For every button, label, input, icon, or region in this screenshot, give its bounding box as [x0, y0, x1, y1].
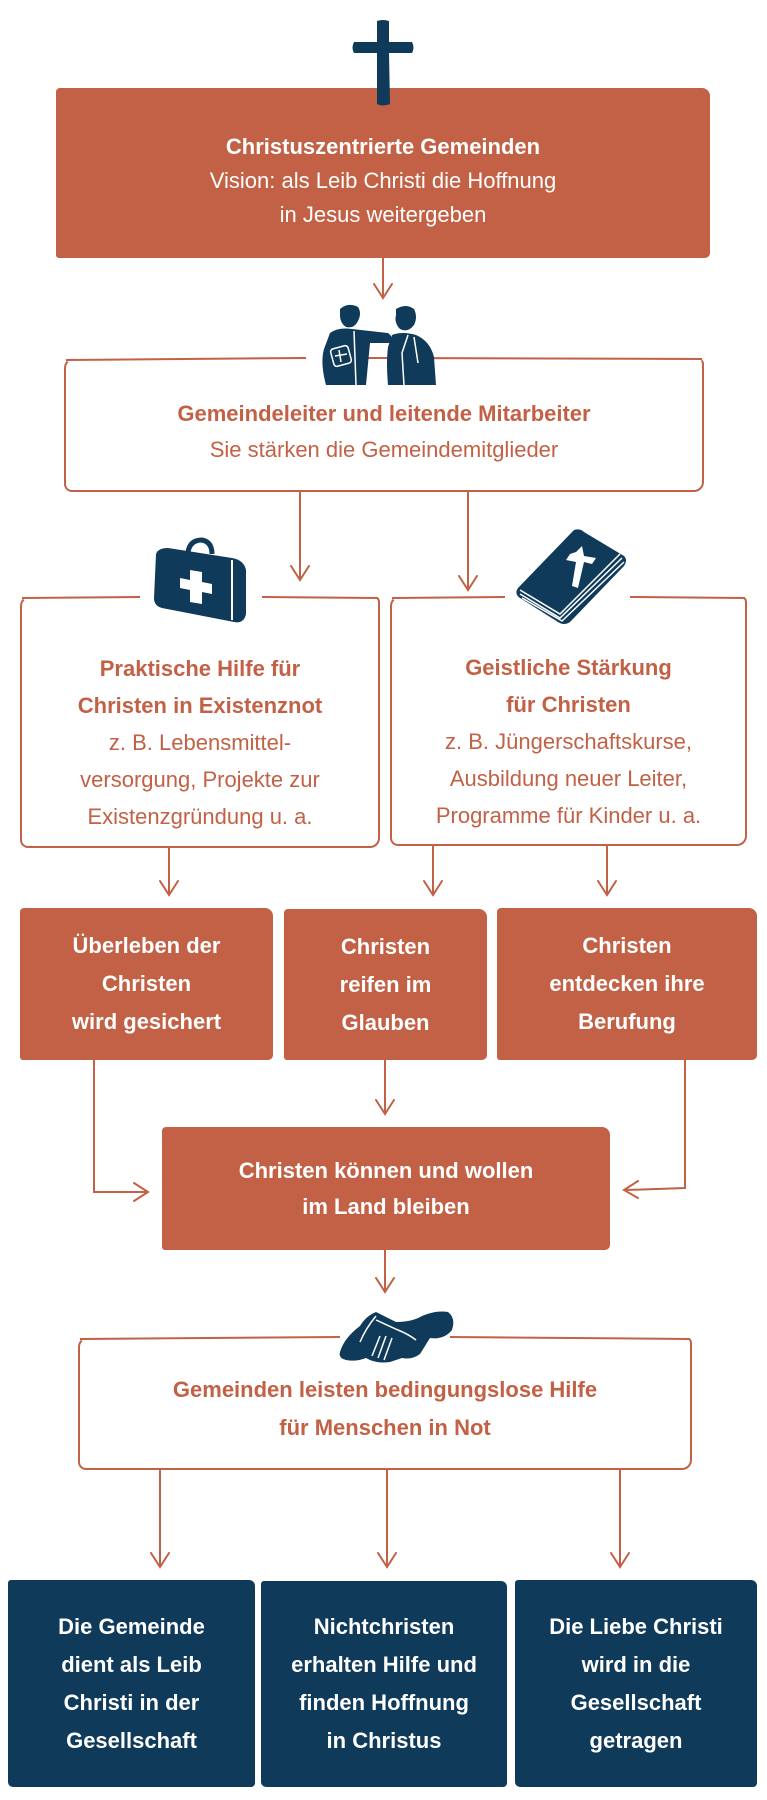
result-2-line-1: Nichtchristen [313, 1614, 455, 1639]
outcome-calling: Christen entdecken ihre Berufung [497, 908, 757, 1060]
practical-title-line-2: Christen in Existenznot [77, 692, 323, 718]
arrow-top-to-leaders [373, 257, 393, 300]
spiritual-title-line-2: für Christen [506, 691, 631, 717]
arrow-help-to-result-1 [150, 1469, 170, 1569]
practical-body-line-2: versorgung, Projekte zur [80, 766, 320, 792]
leaders-box: Gemeindeleiter und leitende Mitarbeiter … [64, 358, 704, 492]
result-1-line-4: Gesellschaft [66, 1727, 197, 1753]
result-3-line-4: getragen [589, 1727, 683, 1753]
arrow-outcome-2-to-stay [375, 1059, 395, 1116]
spiritual-box-top-border [391, 596, 746, 599]
unconditional-help-box: Gemeinden leisten bedingungslose Hilfe f… [78, 1337, 692, 1470]
result-2-line-3: finden Hoffnung [299, 1690, 469, 1715]
help-line-1: Gemeinden leisten bedingungslose Hilfe [172, 1376, 598, 1402]
arrow-stay-to-help [375, 1249, 395, 1294]
leaders-title: Gemeindeleiter und leitende Mitarbeiter [177, 401, 591, 426]
practical-body-line-3: Existenzgründung u. a. [87, 803, 313, 829]
outcome-faith: Christen reifen im Glauben [284, 909, 487, 1060]
outcome-2-line-2: reifen im [339, 971, 432, 997]
handshake-icon [339, 1311, 454, 1363]
outcome-survival: Überleben der Christen wird gesichert [20, 908, 273, 1060]
spiritual-strengthening-box: Geistliche Stärkung für Christen z. B. J… [390, 596, 747, 846]
spiritual-body-line-1: z. B. Jüngerschaftskurse, [445, 728, 692, 754]
outcome-1-line-1: Überleben der [72, 933, 221, 958]
arrow-help-to-result-3 [610, 1469, 630, 1569]
spiritual-body-line-2: Ausbildung neuer Leiter, [449, 765, 688, 791]
result-1-line-1: Die Gemeinde [58, 1613, 205, 1639]
arrow-outcome-3-to-stay [622, 1059, 686, 1199]
arrow-practical-to-outcome-1 [159, 847, 179, 897]
result-love-carried: Die Liebe Christi wird in die Gesellscha… [515, 1580, 757, 1787]
practical-box-top-border [21, 596, 379, 599]
bible-icon [516, 529, 626, 624]
outcome-3-line-2: entdecken ihre [549, 971, 705, 996]
outcome-2-line-3: Glauben [341, 1009, 430, 1035]
result-3-line-1: Die Liebe Christi [549, 1613, 723, 1639]
vision-subtitle-line-1: Vision: als Leib Christi die Hoffnung [209, 168, 557, 193]
arrow-spiritual-to-outcome-2 [423, 845, 443, 897]
stay-line-2: im Land bleiben [302, 1193, 470, 1219]
arrow-outcome-1-to-stay [93, 1059, 150, 1202]
result-3-line-2: wird in die [581, 1651, 691, 1677]
result-church-serves: Die Gemeinde dient als Leib Christi in d… [8, 1580, 255, 1787]
vision-title: Christuszentrierte Gemeinden [225, 134, 541, 159]
vision-subtitle-line-2: in Jesus weitergeben [279, 202, 487, 227]
practical-help-box: Praktische Hilfe für Christen in Existen… [20, 596, 380, 848]
outcome-1-line-3: wird gesichert [71, 1009, 222, 1034]
stay-line-1: Christen können und wollen [238, 1157, 534, 1183]
result-1-line-2: dient als Leib [61, 1651, 202, 1677]
spiritual-body-line-3: Programme für Kinder u. a. [435, 802, 702, 828]
result-nonchristians-helped: Nichtchristen erhalten Hilfe und finden … [261, 1581, 507, 1787]
people-icon [322, 304, 436, 386]
arrow-spiritual-to-outcome-3 [597, 845, 617, 897]
leaders-subtitle: Sie stärken die Gemeindemitglieder [209, 437, 559, 462]
cross-icon [352, 20, 414, 106]
spiritual-title-line-1: Geistliche Stärkung [465, 654, 672, 680]
help-box-top-border [79, 1336, 691, 1340]
outcome-3-line-1: Christen [582, 933, 672, 958]
result-2-line-2: erhalten Hilfe und [291, 1652, 477, 1677]
arrow-leaders-to-practical [290, 491, 310, 582]
outcome-2-line-1: Christen [340, 933, 431, 959]
first-aid-kit-icon [154, 537, 246, 623]
help-line-2: für Menschen in Not [279, 1414, 491, 1440]
arrow-leaders-to-spiritual [458, 491, 478, 592]
arrow-help-to-result-2 [377, 1469, 397, 1569]
outcome-3-line-3: Berufung [578, 1009, 676, 1034]
practical-body-line-1: z. B. Lebensmittel- [108, 729, 292, 755]
result-2-line-4: in Christus [326, 1728, 442, 1753]
stay-in-country-box: Christen können und wollen im Land bleib… [162, 1127, 610, 1250]
outcome-1-line-2: Christen [101, 971, 192, 996]
result-3-line-3: Gesellschaft [570, 1689, 702, 1715]
vision-box: Christuszentrierte Gemeinden Vision: als… [56, 88, 710, 258]
practical-title-line-1: Praktische Hilfe für [99, 655, 301, 681]
result-1-line-3: Christi in der [63, 1689, 200, 1715]
